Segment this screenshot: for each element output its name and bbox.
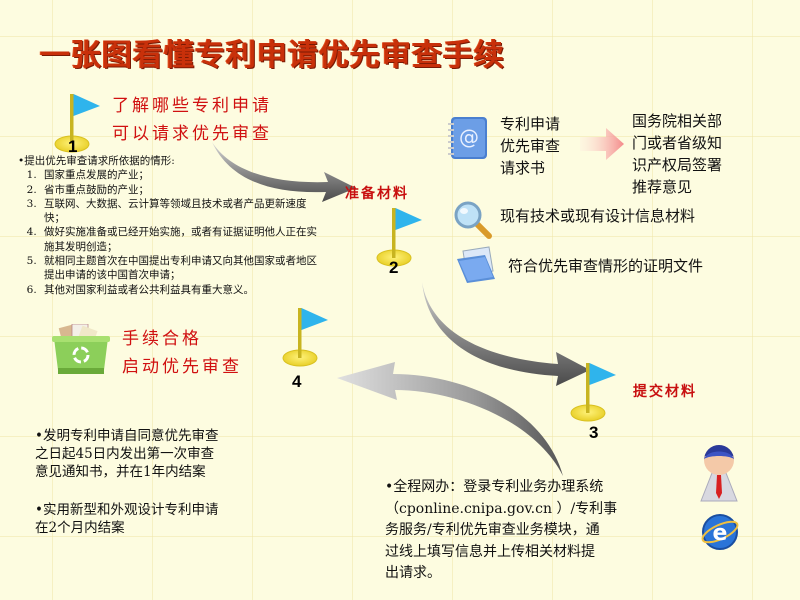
step-3-number: 3 [589,423,599,442]
step-1-number: 1 [68,137,78,156]
submission-text: •全程网办：登录专利业务办理系统 （cponline.cnipa.gov.cn … [385,477,617,585]
recommendation-line: 国务院相关部 [632,112,723,130]
step-2-label: 准备材料 [345,186,409,202]
step-4-label: 手续合格 启动优先审查 [122,325,242,381]
internet-explorer-icon: e [700,512,740,552]
prior-art-text: 现有技术或现有设计信息材料 [500,207,696,225]
step-1-label-line-2: 可以请求优先审查 [112,124,272,144]
criteria-item: 互联网、大数据、云计算等领域且技术或者产品更新速度快； [40,197,318,226]
svg-text:e: e [713,521,728,546]
step-4-label-line-1: 手续合格 [122,329,202,349]
timeline-line: 之日起45日内发出第一次审查 [35,446,215,462]
submission-line: 出请求。 [385,565,441,581]
page-title: 一张图看懂专利申请优先审查手续 [40,38,505,73]
request-form-line: 请求书 [500,159,546,177]
step-4-label-line-2: 启动优先审查 [122,357,242,377]
request-form-text: 专利申请 优先审查 请求书 [500,113,560,179]
request-form-line: 专利申请 [500,115,561,133]
criteria-list: •提出优先审查请求所依据的情形: 国家重点发展的产业； 省市重点鼓励的产业； 互… [18,154,318,297]
submission-line: 务服务/专利优先审查业务模块，通 [385,522,600,538]
timeline-line: 在2个月内结案 [35,520,125,536]
step-1-flag-icon [50,86,120,156]
recommendation-line: 识产权局签署 [632,156,723,174]
criteria-item: 省市重点鼓励的产业； [40,183,318,197]
folder-icon [455,245,497,285]
criteria-intro: •提出优先审查请求所依据的情形: [18,155,175,167]
step-4-flag-icon [278,300,348,370]
magnifier-icon [453,200,493,240]
recommendation-text: 国务院相关部 门或者省级知 识产权局签署 推荐意见 [632,110,722,198]
step-2-number: 2 [389,258,399,277]
criteria-item: 就相同主题首次在中国提出专利申请又向其他国家或者地区提出申请的该中国首次申请； [40,254,318,283]
submission-line: •全程网办：登录专利业务办理系统 [385,479,604,495]
step-1-label: 了解哪些专利申请 可以请求优先审查 [112,92,272,148]
arrow-step2-to-step3-icon [420,280,600,394]
arrow-step1-to-step2-icon [210,140,360,209]
step-3-label: 提交材料 [633,384,697,400]
invention-timeline-text: •发明专利申请自同意优先审查 之日起45日内发出第一次审查 意见通知书，并在1年… [35,427,218,481]
arrow-right-icon [580,126,626,166]
criteria-item: 其他对国家利益或者公共利益具有重大意义。 [40,283,318,297]
submission-line: 过线上填写信息并上传相关材料提 [385,543,595,560]
arrow-step3-to-step4-icon [335,360,565,484]
svg-text:@: @ [459,125,479,149]
step-2-flag-icon [372,200,442,270]
recommendation-line: 推荐意见 [632,178,693,196]
criteria-item: 国家重点发展的产业； [40,168,318,182]
user-icon [698,443,740,503]
address-book-icon: @ [447,115,489,161]
recycle-bin-icon [50,324,112,376]
request-form-line: 优先审查 [500,137,561,155]
timeline-line: 意见通知书，并在1年内结案 [35,464,206,480]
step-1-label-line-1: 了解哪些专利申请 [112,96,272,116]
proof-docs-text: 符合优先审查情形的证明文件 [508,257,704,275]
step-3-flag-icon [566,355,636,425]
timeline-line: •发明专利申请自同意优先审查 [35,428,219,444]
submission-line: （cponline.cnipa.gov.cn ）/专利事 [385,500,618,517]
criteria-item: 做好实施准备或已经开始实施，或者有证据证明他人正在实施其发明创造； [40,225,318,254]
timeline-line: •实用新型和外观设计专利申请 [35,502,219,518]
utility-design-timeline-text: •实用新型和外观设计专利申请 在2个月内结案 [35,501,218,537]
recommendation-line: 门或者省级知 [632,134,723,152]
step-4-number: 4 [292,372,302,391]
